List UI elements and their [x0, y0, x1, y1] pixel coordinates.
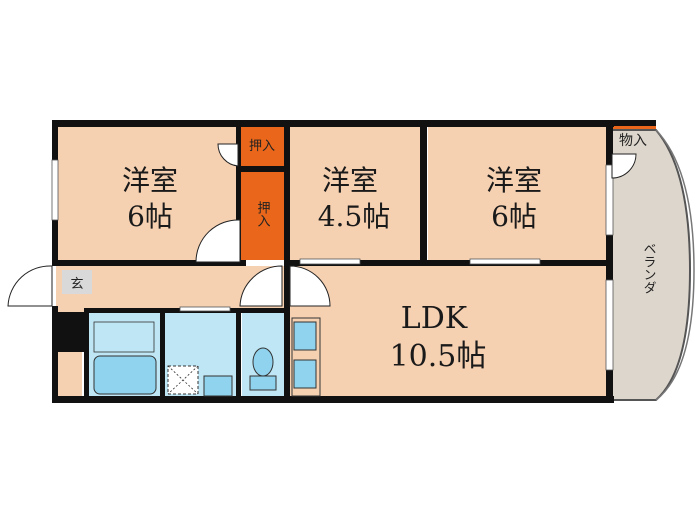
shoe-area-floor: [56, 352, 82, 400]
storage-label: 物入: [619, 133, 647, 149]
room-west-size: 6帖: [127, 200, 173, 233]
room-east-size: 6帖: [491, 200, 537, 233]
ldk-floor: [288, 266, 608, 400]
windows: [51, 159, 614, 371]
veranda-rail: [655, 129, 695, 401]
toilet-tank: [249, 375, 277, 391]
kitchen-counter: [291, 317, 321, 397]
veranda-floor: [611, 129, 692, 401]
washer-pan-cross-b: [167, 365, 199, 395]
toilet-bowl: [252, 347, 274, 377]
closet-mid-label: 押入: [255, 201, 271, 227]
room-middle-name: 洋室: [322, 164, 378, 197]
entrance-label: 玄: [70, 277, 83, 292]
entrance-tile: [62, 270, 92, 294]
shoe-cabinet: [56, 312, 84, 352]
closet-top-label: 押入: [249, 139, 275, 154]
doors: [7, 143, 637, 307]
room-middle-size: 4.5帖: [318, 200, 391, 233]
room-west-name: 洋室: [122, 164, 178, 197]
room-east-floor: [428, 126, 608, 262]
kitchen-sink: [293, 321, 317, 351]
closet-top: [240, 126, 284, 166]
kitchen-stove: [293, 359, 317, 389]
veranda-label: ベランダ: [641, 242, 657, 294]
room-middle-floor: [288, 126, 420, 262]
ldk-name: LDK: [401, 301, 468, 336]
room-east-name: 洋室: [486, 164, 542, 197]
closet-mid: [240, 172, 284, 260]
bathtub: [93, 355, 157, 395]
bath-shower: [93, 321, 155, 353]
ldk-size: 10.5帖: [390, 339, 487, 374]
washbasin: [203, 375, 233, 397]
